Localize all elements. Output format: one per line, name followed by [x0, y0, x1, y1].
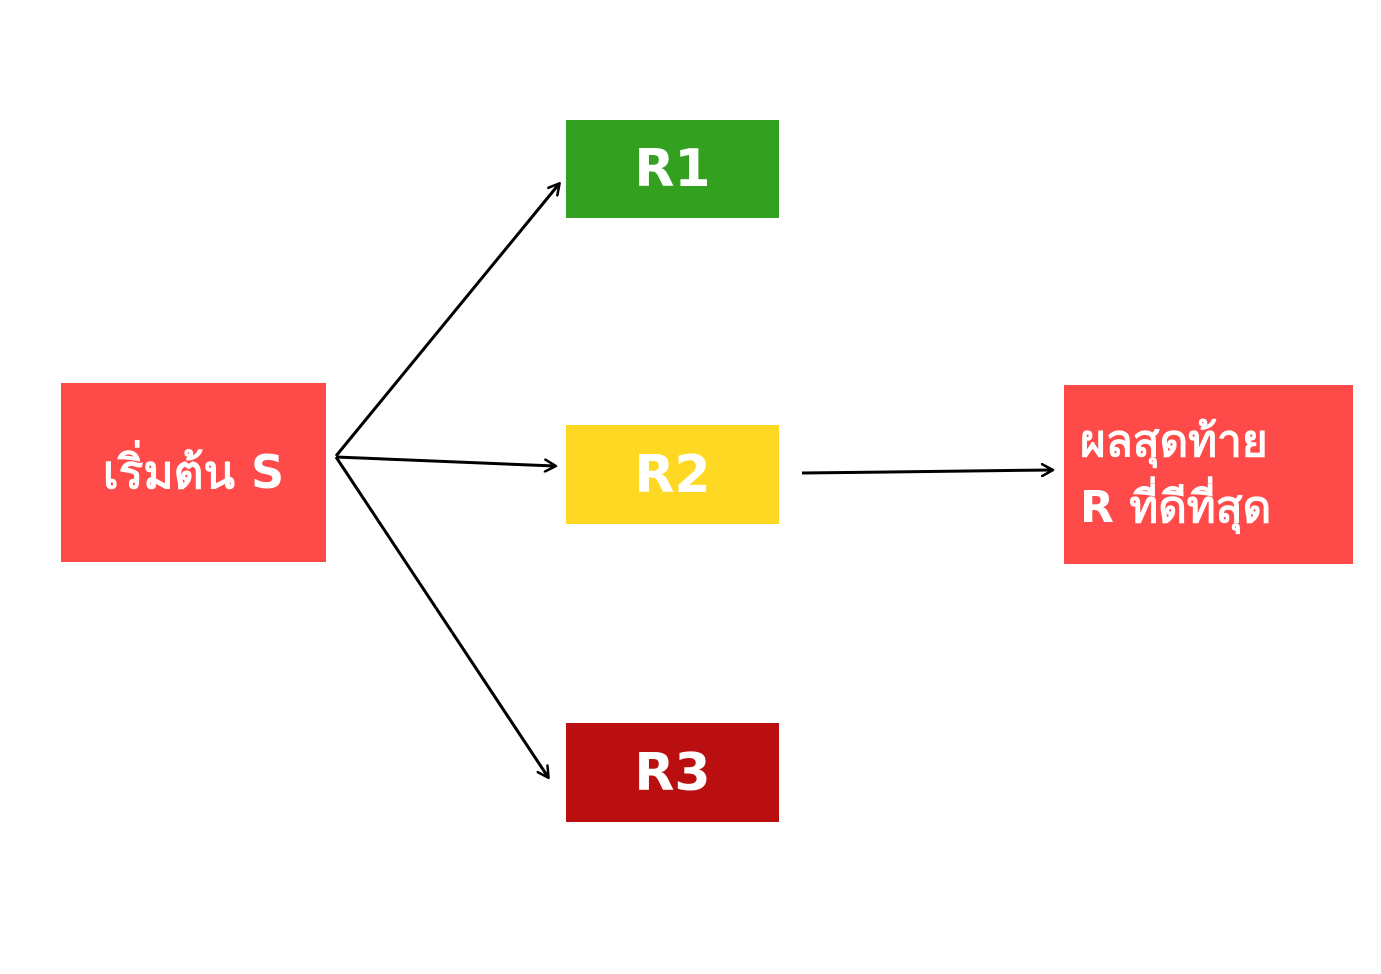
start-node-label: เริ่มต้น S	[102, 445, 285, 499]
arrow-start-to-r1	[334, 184, 559, 457]
r3-node-label: R3	[634, 742, 711, 803]
start-node: เริ่มต้น S	[61, 383, 326, 562]
r2-node-label: R2	[634, 444, 711, 505]
arrow-start-to-r2	[335, 455, 555, 466]
r2-node: R2	[566, 425, 779, 524]
r3-node: R3	[566, 723, 779, 822]
result-node-label-line2: R ที่ดีที่สุด	[1080, 481, 1272, 533]
arrow-start-to-r3	[334, 456, 548, 777]
r1-node: R1	[566, 120, 779, 218]
arrow-r2-to-result	[801, 470, 1052, 473]
result-node: ผลสุดท้าย R ที่ดีที่สุด	[1064, 385, 1353, 564]
r1-node-label: R1	[634, 139, 711, 199]
result-node-label-line1: ผลสุดท้าย	[1080, 415, 1268, 467]
